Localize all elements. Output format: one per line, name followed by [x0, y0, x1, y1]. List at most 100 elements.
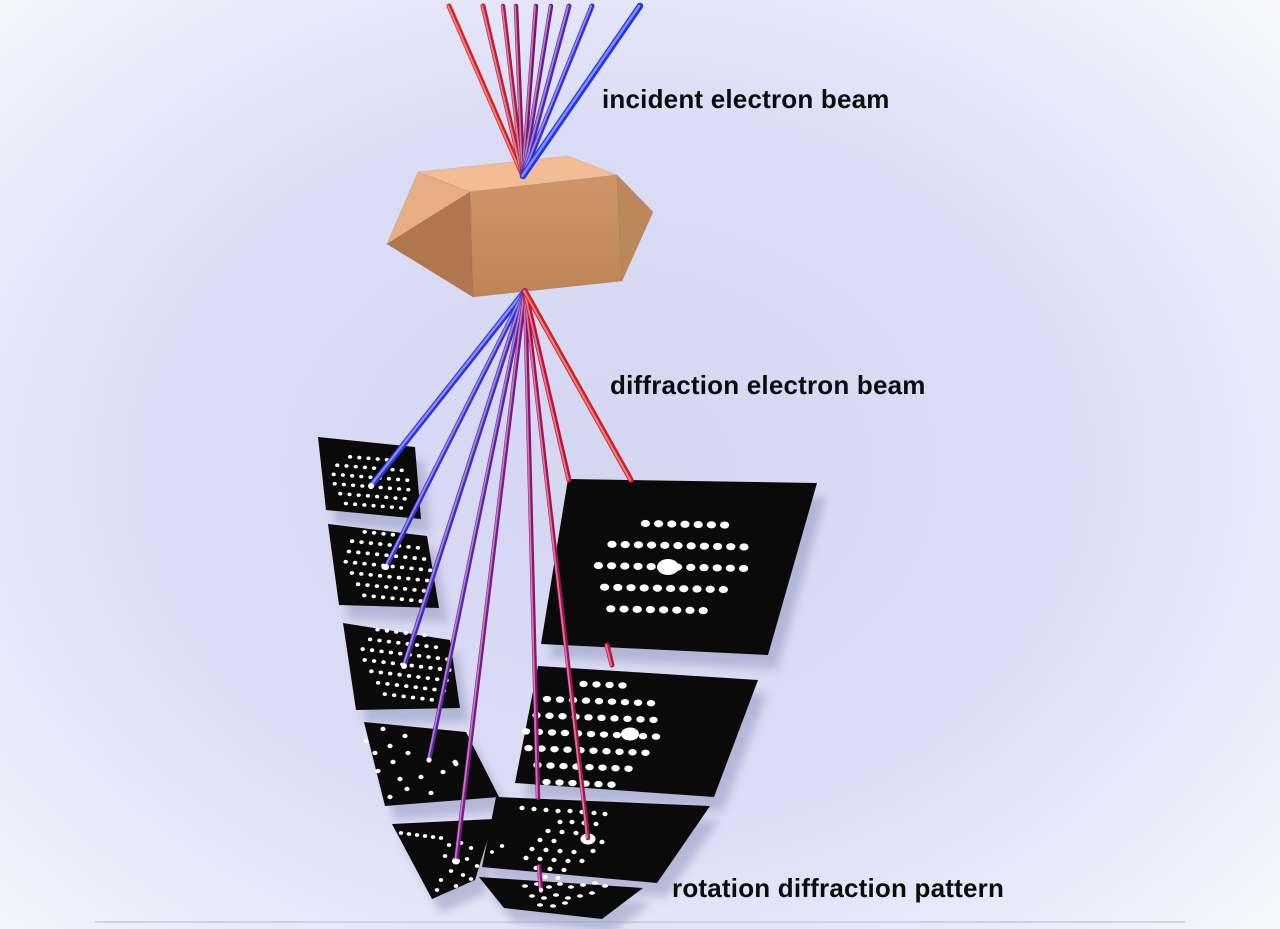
diffraction-spot-L2: [415, 545, 421, 550]
diffraction-spot-R1: [685, 606, 695, 614]
diffracted-beam-11-highlight: [523, 289, 632, 482]
diffraction-spot-L5: [422, 834, 428, 838]
diffraction-spot-R3: [545, 828, 551, 834]
diffraction-spot-L5: [434, 888, 440, 892]
diffraction-spot-R1: [679, 585, 689, 593]
diffraction-spot-L2: [428, 568, 433, 573]
diffraction-spot-L4: [402, 733, 408, 739]
diffraction-spot-L1: [371, 503, 376, 508]
diffraction-spot-R4: [546, 885, 552, 889]
diffraction-spot-R2: [620, 698, 630, 706]
diffraction-spot-L3: [437, 667, 443, 671]
diffraction-spot-R2: [568, 779, 577, 787]
diffraction-spot-R1: [659, 606, 669, 614]
diffraction-spot-R2: [542, 778, 551, 786]
diffraction-spot-R3: [557, 819, 563, 825]
diffraction-spot-R2: [579, 680, 588, 688]
label-diffraction-electron-beam: diffraction electron beam: [610, 370, 926, 400]
diffraction-spot-L1: [386, 476, 391, 481]
diffraction-spot-L2: [365, 551, 370, 556]
diffraction-spot-L1: [351, 483, 356, 488]
diffraction-spot-L3: [401, 694, 406, 699]
diffraction-spot-L2: [384, 553, 389, 558]
incident-beam-5: [520, 3, 539, 179]
diffraction-spot-L1: [384, 495, 389, 500]
diffraction-spot-L2: [387, 543, 392, 547]
diffraction-spot-R2: [581, 697, 591, 704]
diffraction-spot-R1: [633, 541, 644, 549]
diffraction-spot-R3: [599, 839, 605, 845]
diffraction-spot-L1: [393, 496, 398, 500]
diffraction-spot-R4: [550, 904, 556, 908]
diffraction-spot-L3: [418, 664, 424, 669]
diffraction-spot-L3: [371, 659, 377, 663]
diffraction-spot-R1: [713, 542, 723, 551]
diffraction-spot-L4: [387, 794, 393, 800]
diffraction-spot-L2: [359, 572, 364, 576]
diffraction-spot-R2: [546, 762, 555, 769]
diffraction-spot-L5: [446, 843, 452, 847]
diffraction-spot-R1: [647, 541, 657, 549]
diffraction-spot-R1: [620, 562, 630, 570]
diffraction-spot-R4: [592, 881, 598, 885]
diffraction-spot-L5: [468, 846, 474, 850]
diffraction-spot-L1: [357, 455, 362, 460]
diffraction-spot-L2: [421, 557, 427, 561]
diffraction-spot-L2: [421, 588, 427, 593]
diffraction-spot-L2: [359, 540, 364, 545]
diffraction-spot-R3: [602, 811, 608, 817]
diffraction-spot-L3: [388, 650, 394, 655]
beam-tip-spot-1: [368, 483, 374, 489]
diffraction-spot-L1: [399, 468, 404, 473]
diffraction-spot-L2: [412, 556, 417, 560]
diffraction-spot-R1: [619, 605, 629, 613]
diffraction-spot-L2: [374, 584, 380, 588]
diffraction-spot-R2: [636, 716, 645, 723]
diffraction-spot-R1: [739, 543, 749, 551]
diffraction-spot-L3: [428, 665, 433, 670]
diffracted-beam-5-highlight: [454, 290, 525, 862]
diffraction-spot-L5: [453, 884, 459, 888]
diffraction-spot-R2: [592, 681, 601, 688]
diffraction-spot-R2: [545, 712, 554, 719]
incident-beam-6-highlight: [521, 5, 551, 177]
diffraction-spot-L3: [396, 640, 401, 645]
diffraction-spot-R2: [594, 780, 603, 788]
diffraction-spot-L3: [409, 663, 414, 668]
diffraction-spot-L1: [365, 494, 370, 498]
diffraction-spot-R3: [591, 810, 597, 816]
diffraction-spot-L3: [379, 649, 384, 654]
beam-tip-spot-2: [383, 564, 389, 570]
diffraction-spot-R4: [568, 885, 574, 889]
diffraction-spot-R3: [499, 844, 505, 848]
diffraction-spot-R2: [555, 779, 564, 786]
diffraction-spot-R3: [543, 847, 549, 853]
diffraction-spot-R1: [718, 585, 729, 594]
diffraction-spot-R3: [529, 846, 535, 852]
diffraction-spot-R1: [686, 563, 696, 571]
diffraction-spot-L2: [368, 572, 373, 577]
diffraction-spot-L3: [367, 637, 373, 642]
diffracted-beam-3-highlight: [402, 290, 526, 667]
incident-beam-2-highlight: [481, 5, 524, 177]
incident-beam-5-highlight: [521, 5, 536, 177]
beam-tip-spot-6: [538, 887, 544, 893]
beam-tip-spot-5: [453, 858, 459, 864]
diffraction-spot-L4: [363, 738, 369, 744]
diffracted-beam-6: [522, 288, 541, 801]
diffraction-spot-L2: [396, 575, 402, 580]
diffraction-spot-L4: [397, 776, 403, 782]
diffraction-spot-L1: [362, 465, 367, 470]
diffraction-spot-R1: [726, 543, 736, 551]
diffraction-spot-L5: [438, 878, 444, 882]
diffraction-spot-L4: [387, 743, 393, 749]
diffraction-spot-L1: [396, 477, 401, 482]
diffraction-spot-R3: [565, 858, 571, 864]
diffraction-spot-R3: [547, 866, 553, 872]
diffraction-spot-R3: [531, 806, 537, 812]
diffraction-spot-L1: [360, 484, 365, 488]
diffraction-spot-L5: [460, 873, 466, 877]
diffraction-spot-R3: [523, 855, 529, 861]
diffraction-spot-R2: [550, 745, 559, 753]
diffraction-spot-L4: [418, 774, 424, 780]
